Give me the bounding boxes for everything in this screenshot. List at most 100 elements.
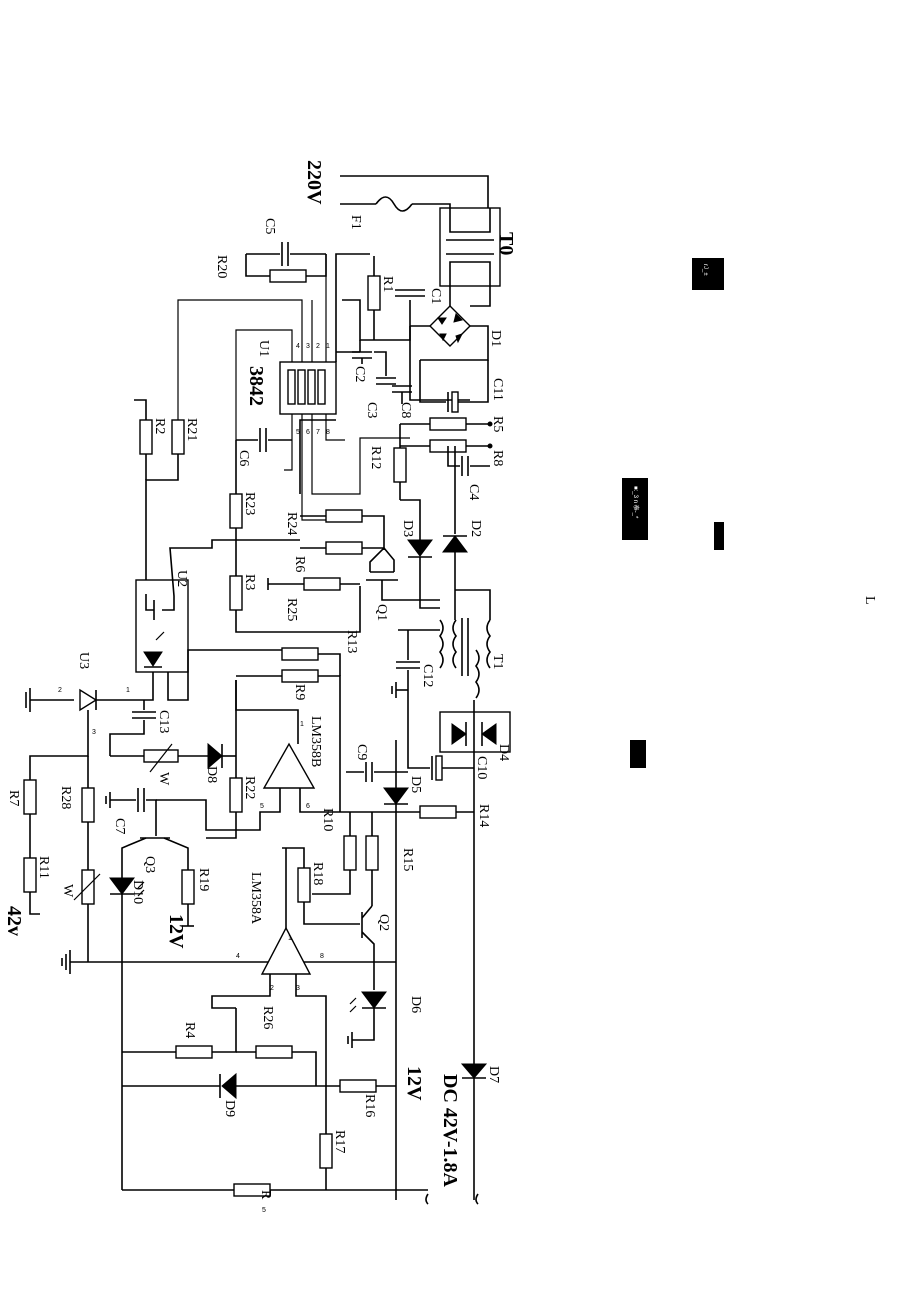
diode-d3: D3 bbox=[400, 499, 440, 609]
transformer-t0: T0 bbox=[439, 207, 517, 287]
r18-label: R18 bbox=[310, 862, 325, 885]
capacitor-c8: C8 bbox=[392, 385, 413, 418]
diode-d9: D9 bbox=[122, 1072, 340, 1117]
capacitor-c9: C9 bbox=[346, 744, 408, 782]
resistor-r24: R24 bbox=[284, 509, 385, 550]
resistor-r14: R14 bbox=[340, 804, 491, 827]
resistor-r15: R15 bbox=[365, 812, 415, 906]
opamp-a-pin-4: 4 bbox=[236, 953, 240, 960]
resistor-r8: R8 bbox=[400, 439, 505, 466]
diode-d7: D7 bbox=[460, 1063, 501, 1083]
opamp-a-label: LM358A bbox=[248, 872, 263, 925]
c5-label: C5 bbox=[262, 218, 277, 234]
r14-label: R14 bbox=[476, 804, 491, 827]
opamp-a-pin-3: 3 bbox=[296, 985, 300, 992]
r5-label: R5 bbox=[490, 416, 505, 432]
w-mark-1: W bbox=[156, 772, 171, 786]
opamp-b-label: LM358B bbox=[308, 716, 323, 767]
r22-label: R22 bbox=[242, 776, 257, 799]
resistor-r7: R7 bbox=[6, 779, 37, 858]
r8-label: R8 bbox=[490, 450, 505, 466]
scan-artifacts: rJ_± ■:_3 n 㤗-_* L bbox=[622, 258, 877, 768]
c9-label: C9 bbox=[354, 744, 369, 760]
c2-label: C2 bbox=[352, 366, 367, 382]
output-terminals: DC 42V-1.8A bbox=[425, 1074, 479, 1205]
shunt-sub-label: 5 bbox=[262, 1207, 266, 1214]
opamp-lm358b: LM358B 1 5 6 bbox=[156, 680, 340, 831]
r28-label: R28 bbox=[58, 786, 73, 809]
r10-label: R10 bbox=[320, 808, 335, 831]
capacitor-c7: C7 bbox=[105, 788, 157, 836]
w-mark-2: W bbox=[60, 884, 75, 898]
r3-label: R3 bbox=[242, 574, 257, 590]
r23-label: R23 bbox=[242, 492, 257, 515]
resistor-r23: R23 bbox=[229, 440, 257, 576]
opamp-a-pin-1: 1 bbox=[288, 935, 292, 942]
fuse-label: F1 bbox=[348, 215, 363, 230]
opamp-b-pin-6: 6 bbox=[306, 803, 310, 810]
r9-label: R9 bbox=[292, 684, 307, 700]
transistor-q1: Q1 bbox=[366, 547, 440, 621]
output-label: DC 42V-1.8A bbox=[439, 1074, 461, 1188]
c12-label: C12 bbox=[420, 664, 435, 687]
u1-pin-6: 6 bbox=[306, 429, 310, 436]
u1-pin-5: 5 bbox=[296, 429, 300, 436]
resistor-r28: R28 bbox=[58, 756, 95, 870]
q1-label: Q1 bbox=[374, 604, 389, 621]
d9-label: D9 bbox=[222, 1100, 237, 1117]
t1-label: T1 bbox=[490, 654, 505, 670]
resistor-r17: R17 bbox=[319, 1130, 347, 1190]
c13-label: C13 bbox=[156, 710, 171, 733]
r12-label: R12 bbox=[368, 446, 383, 469]
ac-input-label: 220V bbox=[303, 160, 325, 205]
c3-label: C3 bbox=[364, 402, 379, 418]
led-d6: D6 bbox=[347, 991, 423, 1048]
u3-pin-3: 3 bbox=[92, 729, 96, 736]
r7-label: R7 bbox=[6, 790, 21, 806]
diode-d4: D4 bbox=[439, 700, 511, 761]
c10-label: C10 bbox=[474, 756, 489, 779]
scan-mark-1: rJ_± bbox=[702, 264, 708, 276]
c4-label: C4 bbox=[466, 484, 481, 500]
diode-d5: D5 bbox=[383, 776, 423, 805]
r26-label: R26 bbox=[260, 1006, 275, 1029]
capacitor-c6: C6 bbox=[236, 428, 292, 466]
resistor-r2: R2 bbox=[134, 399, 167, 480]
capacitor-c2: C2 bbox=[352, 340, 372, 382]
d8-label: D8 bbox=[204, 766, 219, 783]
u1-pin-7: 7 bbox=[316, 429, 320, 436]
capacitor-c11: C11 bbox=[419, 360, 505, 413]
resistor-r21: R21 bbox=[145, 418, 199, 580]
resistor-r1: R1 bbox=[367, 256, 395, 340]
bridge-d1: D1 bbox=[410, 286, 503, 361]
c11-label: C11 bbox=[490, 378, 505, 401]
resistor-r4: R4 bbox=[122, 1008, 237, 1059]
d1-label: D1 bbox=[488, 330, 503, 347]
c8-label: C8 bbox=[398, 402, 413, 418]
resistor-r10: R10 bbox=[312, 808, 357, 895]
diode-d8: W D8 bbox=[110, 742, 236, 786]
transistor-q2: Q2 bbox=[361, 905, 391, 990]
scan-mark-3: L bbox=[862, 596, 877, 605]
ground-left bbox=[61, 950, 71, 974]
v12-left-label: 12V bbox=[165, 914, 187, 949]
r11-label: R11 bbox=[36, 856, 51, 879]
capacitor-c10: C10 bbox=[407, 700, 489, 781]
resistor-r5: R5 bbox=[400, 416, 505, 432]
u3-pin-1: 1 bbox=[126, 687, 130, 694]
resistor-r11: R11 bbox=[23, 856, 51, 915]
capacitor-c12: C12 bbox=[396, 630, 435, 700]
c7-label: C7 bbox=[112, 818, 127, 834]
r17-label: R17 bbox=[332, 1130, 347, 1153]
u1-label: U1 bbox=[256, 340, 271, 357]
transistor-q3: Q3 bbox=[121, 837, 189, 878]
opamp-b-pin-5: 5 bbox=[260, 803, 264, 810]
resistor-r20: R20 bbox=[214, 254, 327, 283]
c6-label: C6 bbox=[236, 450, 251, 466]
r1-label: R1 bbox=[380, 276, 395, 292]
r16-label: R16 bbox=[362, 1094, 377, 1117]
r6-label: R6 bbox=[292, 556, 307, 572]
u1-pin-8: 8 bbox=[326, 429, 330, 436]
r21-label: R21 bbox=[184, 418, 199, 441]
c1-label: C1 bbox=[428, 288, 443, 304]
